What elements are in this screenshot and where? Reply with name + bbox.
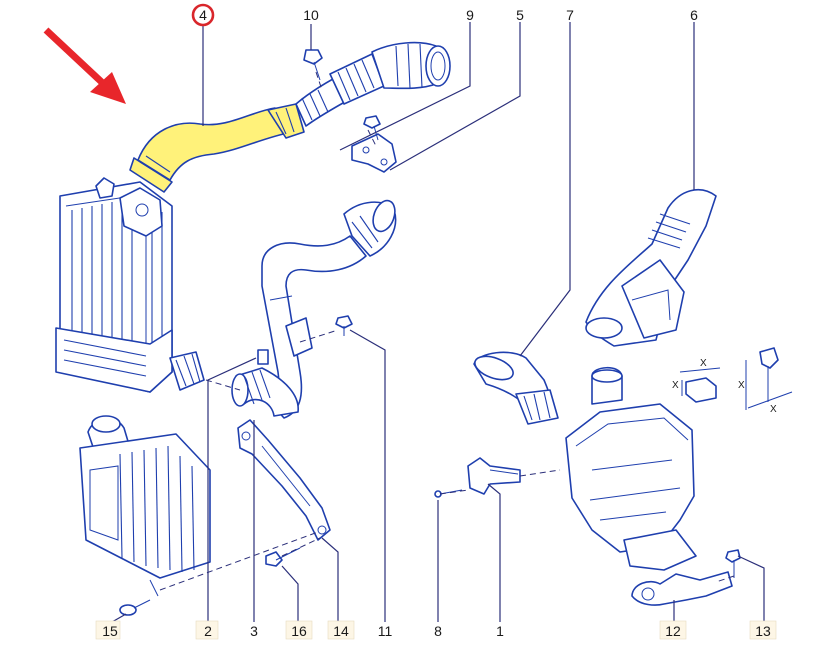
callout-6[interactable]: 6: [690, 7, 698, 23]
callout-14[interactable]: 14: [327, 620, 355, 640]
part-10-bolt[interactable]: [303, 49, 323, 81]
part-4-intercooler-hose[interactable]: [129, 103, 305, 193]
part-9-upper-duct[interactable]: [295, 41, 451, 127]
svg-text:6: 6: [690, 7, 698, 23]
callout-7[interactable]: 7: [566, 7, 574, 23]
part-5-bracket[interactable]: [351, 133, 397, 173]
dimension-x-bottom: X: [770, 404, 777, 415]
svg-text:3: 3: [250, 623, 258, 639]
callout-9[interactable]: 9: [466, 7, 474, 23]
assembly-dashed-lines: [159, 71, 735, 591]
callout-3[interactable]: 3: [250, 623, 258, 639]
svg-text:1: 1: [496, 623, 504, 639]
callout-11[interactable]: 11: [378, 623, 393, 639]
part-11-charge-pipe[interactable]: [261, 198, 399, 419]
svg-text:7: 7: [566, 7, 574, 23]
callout-12[interactable]: 12: [659, 620, 687, 640]
part-2-clip[interactable]: [257, 349, 269, 365]
dimension-x-top: X: [700, 358, 707, 369]
clip-dimension-icon: X X: [672, 358, 721, 403]
part-6-air-duct[interactable]: [585, 188, 717, 347]
svg-text:10: 10: [303, 7, 319, 23]
callout-1[interactable]: 1: [496, 623, 504, 639]
part-1-airflow-sensor[interactable]: [467, 457, 521, 495]
svg-text:13: 13: [755, 623, 771, 639]
callout-2[interactable]: 2: [195, 620, 219, 640]
bolt-dimension-icon: X X: [738, 347, 793, 415]
leader-lines: [111, 22, 765, 623]
svg-text:16: 16: [291, 623, 307, 639]
svg-text:8: 8: [434, 623, 442, 639]
part-15-screw[interactable]: [119, 599, 151, 616]
part-11-screw[interactable]: [335, 315, 353, 336]
svg-text:5: 5: [516, 7, 524, 23]
svg-text:14: 14: [333, 623, 349, 639]
part-2-outlet-hose[interactable]: [169, 351, 205, 391]
callout-16[interactable]: 16: [285, 620, 313, 640]
intercooler-lower-assembly: [79, 415, 211, 597]
callout-10[interactable]: 10: [303, 7, 319, 23]
part-8-screw[interactable]: [434, 489, 463, 498]
callout-15[interactable]: 15: [95, 620, 121, 640]
part-7-air-inlet-duct[interactable]: [472, 351, 559, 425]
svg-text:11: 11: [378, 623, 393, 639]
pointer-arrow-icon: [43, 27, 126, 104]
callout-4-highlighted[interactable]: 4: [191, 3, 215, 27]
part-12-bracket[interactable]: [631, 571, 733, 606]
callout-13[interactable]: 13: [749, 620, 777, 640]
svg-text:9: 9: [466, 7, 474, 23]
svg-text:4: 4: [199, 7, 207, 23]
part-13-bolt[interactable]: [725, 549, 741, 578]
part-5-screw[interactable]: [363, 115, 381, 141]
svg-text:15: 15: [102, 623, 118, 639]
air-filter-housing: [565, 366, 697, 571]
part-14-bracket[interactable]: [237, 419, 331, 541]
svg-text:12: 12: [665, 623, 681, 639]
callout-5[interactable]: 5: [516, 7, 524, 23]
dimension-x-left: X: [672, 380, 679, 391]
intercooler-radiator: [55, 177, 173, 393]
svg-text:2: 2: [204, 623, 212, 639]
callout-8[interactable]: 8: [434, 623, 442, 639]
dimension-x-side: X: [738, 380, 745, 391]
part-16-bolt[interactable]: [265, 547, 301, 567]
